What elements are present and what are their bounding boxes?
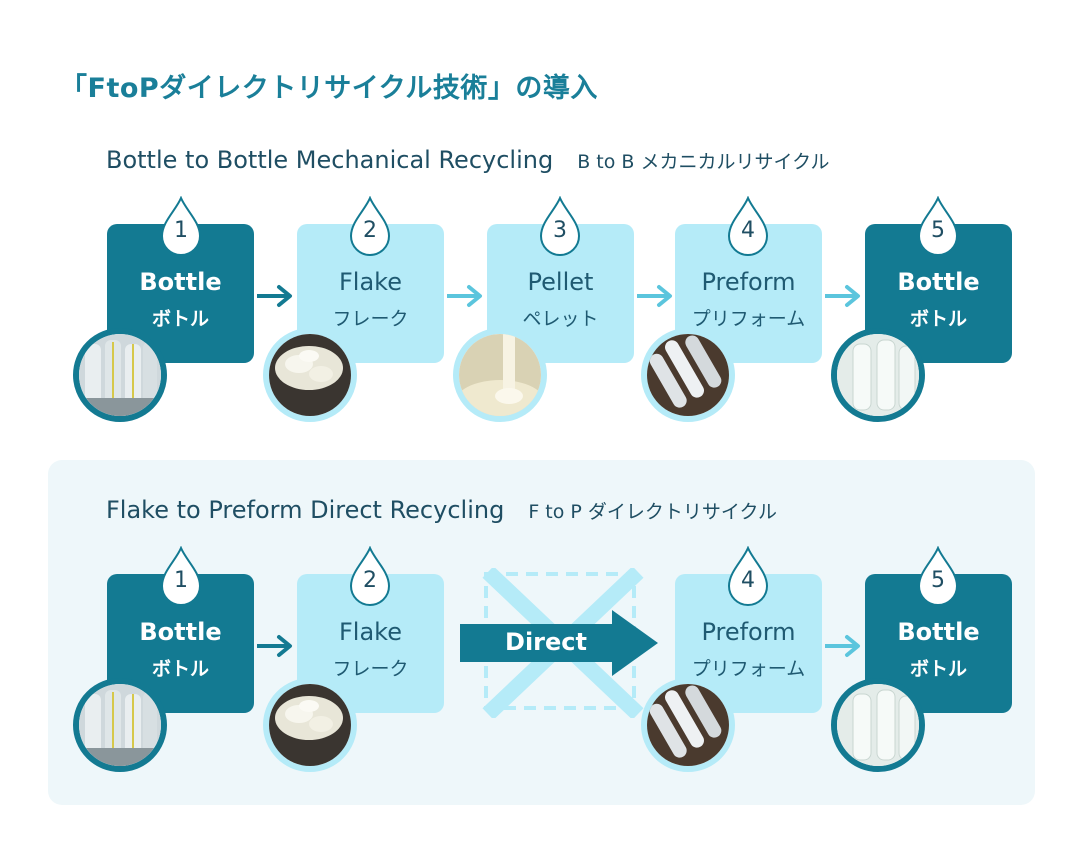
row2-step5-drop-icon: 5 [917, 546, 959, 606]
row2-step1-drop-icon: 1 [160, 546, 202, 606]
preform-image [647, 334, 729, 416]
step-number: 2 [363, 568, 377, 593]
step-number: 1 [174, 218, 188, 243]
step-label-jp: ボトル [151, 658, 209, 680]
row2-title-jp: F to P ダイレクトリサイクル [528, 501, 777, 523]
step-label-en: Preform [701, 268, 796, 296]
step-label-en: Bottle [897, 268, 980, 296]
step-label-en: Bottle [139, 618, 222, 646]
clear-bottles-image [837, 684, 919, 766]
bottle-bale-image [79, 334, 161, 416]
row2-step4-drop-icon: 4 [727, 546, 769, 606]
step-label-en: Preform [701, 618, 796, 646]
step-label-en: Pellet [527, 268, 594, 296]
step-number: 4 [741, 218, 755, 243]
row1-step3-drop-icon: 3 [539, 196, 581, 256]
step-label-jp: プリフォーム [691, 308, 806, 330]
row1-arrow-2-3 [445, 284, 485, 308]
page-title: 「FtoPダイレクトリサイクル技術」の導入 [60, 73, 598, 104]
step-label-jp: ボトル [151, 308, 209, 330]
row2-bottle-photo [831, 678, 925, 772]
row2-title: Flake to Preform Direct Recycling [106, 496, 505, 524]
step-label-jp: プリフォーム [691, 658, 806, 680]
row2-step5-box: Bottle ボトル [865, 574, 1012, 713]
row1-arrow-3-4 [635, 284, 675, 308]
step-label-jp: フレーク [332, 658, 409, 680]
row1-step4-drop-icon: 4 [727, 196, 769, 256]
step-label-jp: フレーク [332, 308, 409, 330]
step-label-jp: ボトル [909, 308, 967, 330]
row2-preform-photo [641, 678, 735, 772]
row1-title: Bottle to Bottle Mechanical Recycling [106, 146, 554, 174]
row1-bottle-photo [831, 328, 925, 422]
row2-heading: Flake to Preform Direct Recycling F to P … [106, 496, 777, 524]
step-label-en: Bottle [897, 618, 980, 646]
direct-arrow-icon [460, 610, 658, 676]
row1-heading: Bottle to Bottle Mechanical Recycling B t… [106, 146, 830, 174]
row1-title-jp: B to B メカニカルリサイクル [577, 151, 830, 173]
step-label-jp: ボトル [909, 658, 967, 680]
row1-step1-drop-icon: 1 [160, 196, 202, 256]
step-number: 5 [931, 218, 945, 243]
direct-label: Direct [505, 628, 587, 656]
direct-arrow: Direct [460, 610, 660, 676]
bottle-bale-image [79, 684, 161, 766]
row1-arrow-1-2 [255, 284, 295, 308]
step-number: 5 [931, 568, 945, 593]
step-number: 1 [174, 568, 188, 593]
row1-preform-photo [641, 328, 735, 422]
row2-arrow-1-2 [255, 634, 295, 658]
row2-step2-drop-icon: 2 [349, 546, 391, 606]
row2-flake-photo [263, 678, 357, 772]
clear-bottles-image [837, 334, 919, 416]
row1-flake-photo [263, 328, 357, 422]
row2-bottle-bale-photo [73, 678, 167, 772]
step-number: 3 [553, 218, 567, 243]
step-label-en: Flake [339, 618, 402, 646]
row1-bottle-bale-photo [73, 328, 167, 422]
row2-step1-box: Bottle ボトル [107, 574, 254, 713]
step-label-en: Flake [339, 268, 402, 296]
row1-pellet-photo [453, 328, 547, 422]
step-label-en: Bottle [139, 268, 222, 296]
row1-step2-drop-icon: 2 [349, 196, 391, 256]
preform-image [647, 684, 729, 766]
flake-image [269, 684, 351, 766]
step-number: 2 [363, 218, 377, 243]
step-number: 4 [741, 568, 755, 593]
pellet-image [459, 334, 541, 416]
step-label-jp: ペレット [522, 308, 599, 330]
flake-image [269, 334, 351, 416]
row1-arrow-4-5 [823, 284, 863, 308]
row2-arrow-4-5 [823, 634, 863, 658]
row1-step5-drop-icon: 5 [917, 196, 959, 256]
